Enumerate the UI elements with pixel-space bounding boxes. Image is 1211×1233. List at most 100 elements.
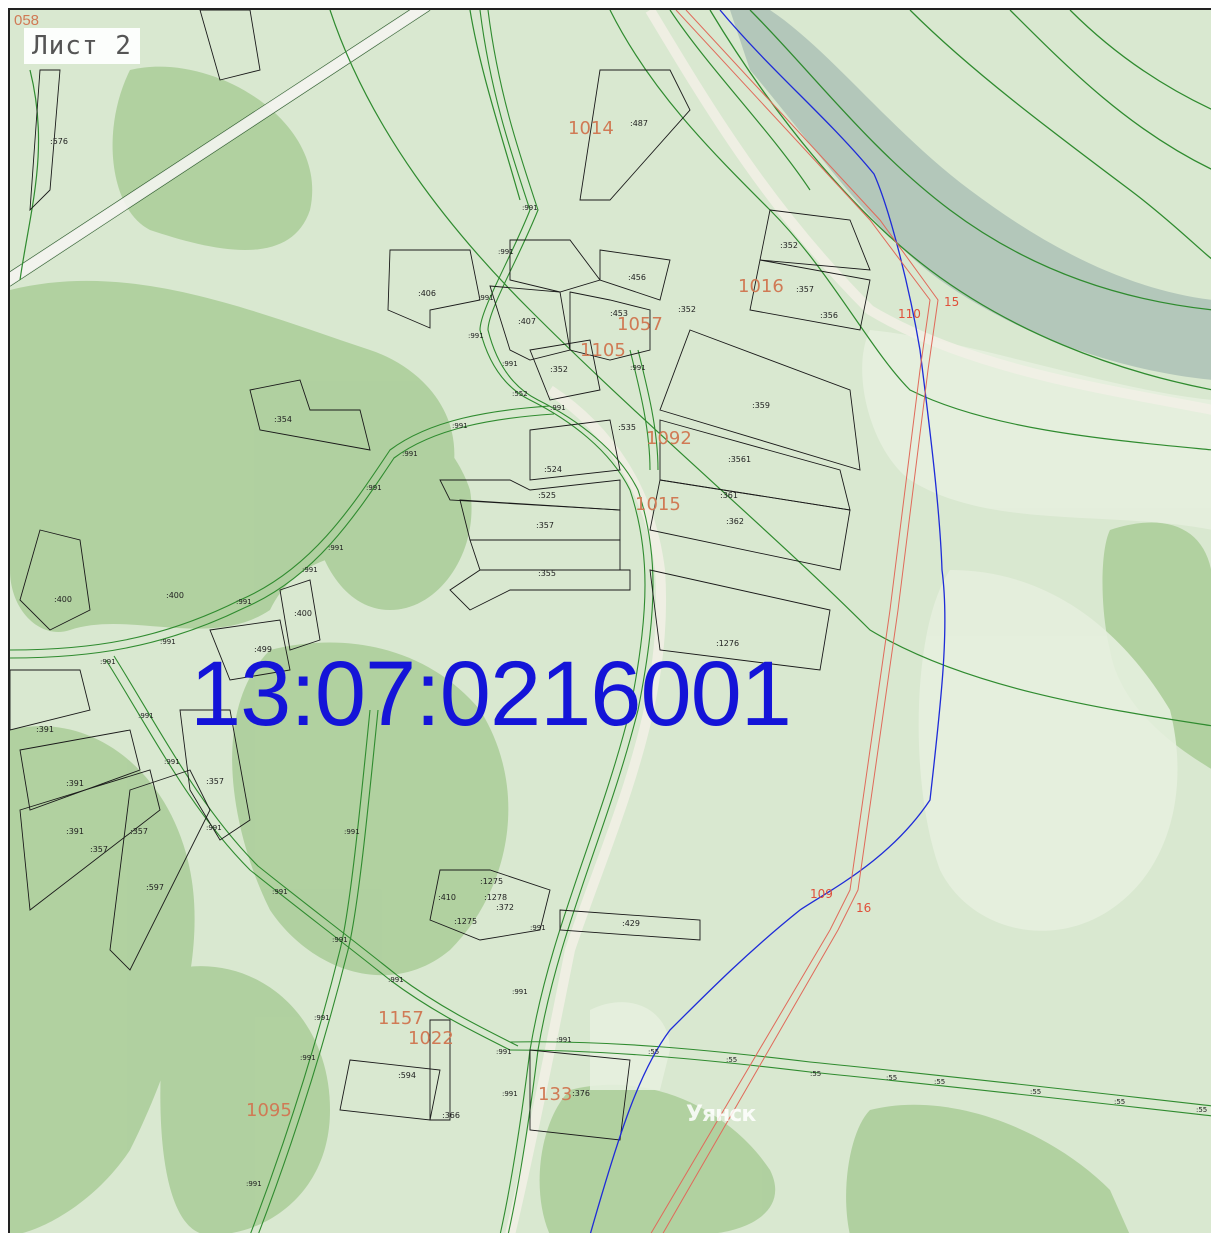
parcel-label: :356 [820, 311, 838, 320]
parcel-label: :361 [720, 491, 738, 500]
zone-label: 1092 [646, 428, 692, 449]
parcel-label: :376 [572, 1089, 590, 1098]
parcel-label: :410 [438, 893, 456, 902]
parcel-label: :406 [418, 289, 436, 298]
road-parcel-label: :991 [550, 404, 566, 412]
parcel-label: :400 [294, 609, 312, 618]
zone-label: 133 [538, 1084, 572, 1105]
zone-label: 1057 [617, 314, 663, 335]
road-parcel-label: :991 [160, 638, 176, 646]
river [730, 10, 1211, 380]
road-parcel-label: :991 [402, 450, 418, 458]
road-parcel-label: :991 [164, 758, 180, 766]
road-parcel-label: :991 [478, 294, 494, 302]
road-parcel-label: :991 [496, 1048, 512, 1056]
parcel-label: :400 [54, 595, 72, 604]
blue-boundary [589, 10, 946, 1233]
map-labels: 1014101610571105109210151157102210951331… [36, 118, 1207, 1188]
road-parcel-label: :991 [366, 484, 382, 492]
road-parcel-label: :991 [302, 566, 318, 574]
road-parcel-label: :991 [272, 888, 288, 896]
parcel-label: :524 [544, 465, 562, 474]
road-parcel-label: :991 [388, 976, 404, 984]
parcel-label: :594 [398, 1071, 416, 1080]
road-parcel-label: :552 [512, 390, 528, 398]
parcel-label: :352 [550, 365, 568, 374]
road-parcel-label: :55 [726, 1056, 737, 1064]
boundary-point-label: 110 [898, 307, 921, 321]
road-parcel-label: :991 [236, 598, 252, 606]
parcel-label: :391 [66, 827, 84, 836]
road-parcel-label: :55 [1114, 1098, 1125, 1106]
road-parcel-label: :991 [468, 332, 484, 340]
boundary-point-label: 109 [810, 887, 833, 901]
parcel-label: :456 [628, 273, 646, 282]
parcel-label: :535 [618, 423, 636, 432]
parcel-label: :1275 [454, 917, 477, 926]
road-parcel-label: :991 [512, 988, 528, 996]
road-parcel-label: :991 [332, 936, 348, 944]
road-parcel-label: :55 [1196, 1106, 1207, 1114]
parcel-label: :357 [206, 777, 224, 786]
road-parcel-label: :55 [810, 1070, 821, 1078]
road-parcel-label: :991 [344, 828, 360, 836]
map-canvas[interactable]: 1014101610571105109210151157102210951331… [10, 10, 1211, 1233]
parcel-label: :359 [752, 401, 770, 410]
red-boundary [650, 10, 939, 1233]
zone-label: 1022 [408, 1028, 454, 1049]
zone-label: 1016 [738, 276, 784, 297]
boundary-point-label: 16 [856, 901, 871, 915]
parcel-label: :357 [536, 521, 554, 530]
parcel-label: :391 [66, 779, 84, 788]
road-parcel-label: :991 [300, 1054, 316, 1062]
road-parcel-label: :991 [498, 248, 514, 256]
parcel-label: :407 [518, 317, 536, 326]
road-parcel-label: :991 [556, 1036, 572, 1044]
parcel-label: :366 [442, 1111, 460, 1120]
highway-surface [10, 10, 430, 286]
cadastral-quarter-number: 13:07:0216001 [190, 643, 792, 745]
road-parcel-label: :991 [138, 712, 154, 720]
sheet-label: Лист 2 [24, 28, 140, 64]
road-parcel-label: :991 [530, 924, 546, 932]
parcel-label: :1278 [484, 893, 507, 902]
road-parcel-label: :991 [246, 1180, 262, 1188]
parcel-label: :400 [166, 591, 184, 600]
parcels [10, 10, 871, 1141]
road-parcel-label: :991 [206, 824, 222, 832]
road-parcel-label: :55 [648, 1048, 659, 1056]
boundary-point-label: 15 [944, 295, 959, 309]
road-network [10, 10, 1211, 1233]
parcel-label: :357 [796, 285, 814, 294]
parcel-label: :1276 [716, 639, 739, 648]
road-parcel-label: :991 [502, 360, 518, 368]
road-parcel-label: :991 [522, 204, 538, 212]
road-parcel-label: :55 [1030, 1088, 1041, 1096]
road-parcel-label: :991 [630, 364, 646, 372]
parcel-label: :352 [780, 241, 798, 250]
corner-label: 058 [14, 12, 40, 29]
road-parcel-label: :991 [100, 658, 116, 666]
parcel-label: :429 [622, 919, 640, 928]
parcel-label: :3561 [728, 455, 751, 464]
zone-boundaries [19, 10, 1211, 727]
parcel-label: :354 [274, 415, 292, 424]
parcel-label: :352 [678, 305, 696, 314]
parcel-label: :372 [496, 903, 514, 912]
parcel-label: :499 [254, 645, 272, 654]
zone-label: 1095 [246, 1100, 292, 1121]
parcel-label: :355 [538, 569, 556, 578]
parcel-label: :453 [610, 309, 628, 318]
zone-label: 1157 [378, 1008, 424, 1029]
road-parcel-label: :991 [452, 422, 468, 430]
zone-label: 1014 [568, 118, 614, 139]
parcel-label: :576 [50, 137, 68, 146]
parcel-label: :597 [146, 883, 164, 892]
parcel-label: :487 [630, 119, 648, 128]
parcel-label: :1275 [480, 877, 503, 886]
parcel-label: :357 [130, 827, 148, 836]
zone-label: 1105 [580, 340, 626, 361]
road-parcel-label: :55 [934, 1078, 945, 1086]
light-field-layer [590, 330, 1211, 1090]
